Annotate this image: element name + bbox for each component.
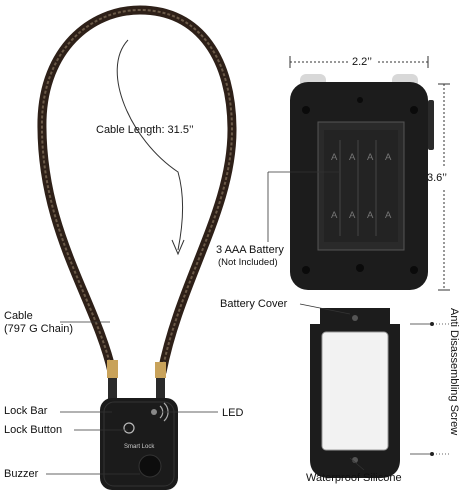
- lock-bar-label: Lock Bar: [4, 405, 48, 417]
- battery-mark: A: [349, 152, 356, 163]
- battery-label: 3 AAA Battery: [216, 244, 284, 256]
- led-label: LED: [222, 407, 244, 419]
- height-dimension: 3.6’’: [427, 172, 447, 184]
- brand-mark: Smart Lock: [124, 444, 155, 450]
- waterproof-silicone: [321, 331, 389, 451]
- battery-mark: A: [331, 210, 338, 221]
- battery-cover-label: Battery Cover: [220, 298, 288, 310]
- anti-screw-label: Anti Disassembling Screw: [448, 308, 460, 436]
- cable-length-label: Cable Length: 31.5’’: [96, 124, 194, 136]
- battery-mark: A: [367, 210, 374, 221]
- battery-mark: A: [349, 210, 356, 221]
- lock-button: [123, 422, 135, 434]
- waterproof-label: Waterproof Silicone: [306, 472, 402, 484]
- buzzer-label: Buzzer: [4, 468, 39, 480]
- battery-note: (Not Included): [218, 257, 278, 268]
- brass-ferrule-left: [107, 360, 118, 378]
- cable-length-arrow: [116, 39, 184, 251]
- led-indicator: [151, 409, 157, 415]
- cable-label: Cable: [4, 310, 33, 322]
- buzzer-grille: [138, 454, 162, 478]
- brass-ferrule-right: [155, 362, 166, 378]
- cable-weight-label: (797 G Chain): [4, 323, 74, 335]
- battery-mark: A: [385, 210, 392, 221]
- cable-loop: [37, 5, 237, 377]
- battery-mark: A: [367, 152, 374, 163]
- width-dimension: 2.2’’: [352, 56, 372, 68]
- battery-mark: A: [385, 152, 392, 163]
- battery-mark: A: [331, 152, 338, 163]
- lock-button-label: Lock Button: [4, 424, 63, 436]
